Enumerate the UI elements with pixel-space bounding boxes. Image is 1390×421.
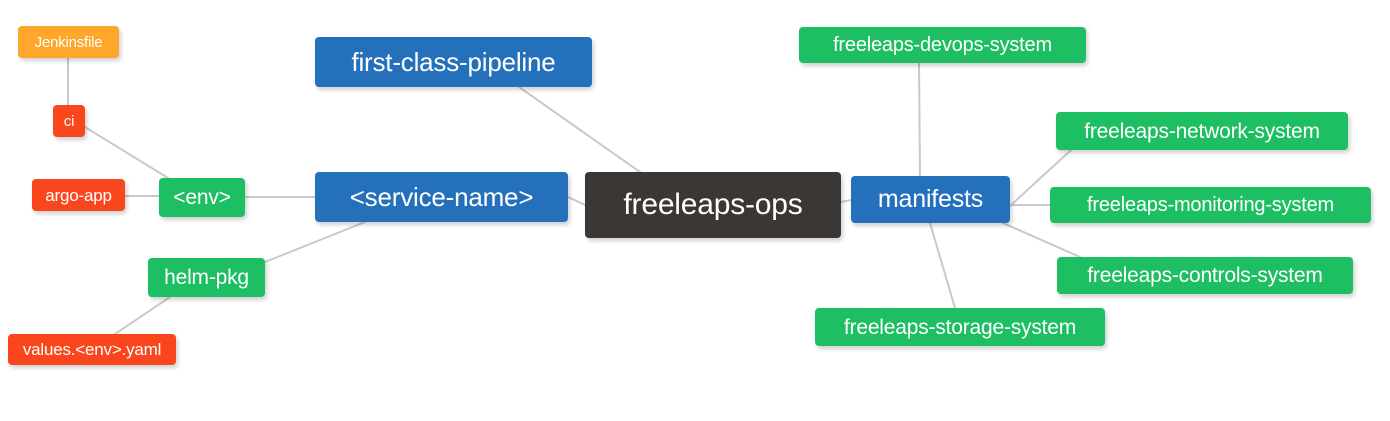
- node-label-service-name: <service-name>: [349, 182, 534, 212]
- node-freeleaps-monitoring-system[interactable]: freeleaps-monitoring-system: [1050, 187, 1371, 223]
- node-label-helm-pkg: helm-pkg: [164, 266, 249, 289]
- node-label-ci: ci: [63, 112, 75, 130]
- node-label-freeleaps-network-system: freeleaps-network-system: [1084, 119, 1320, 143]
- node-argo-app[interactable]: argo-app: [32, 179, 125, 211]
- node-label-freeleaps-controls-system: freeleaps-controls-system: [1087, 264, 1323, 287]
- node-env[interactable]: <env>: [159, 178, 245, 217]
- edge-freeleaps-ops-to-manifests: [840, 199, 852, 203]
- node-label-jenkinsfile: Jenkinsfile: [34, 33, 103, 51]
- node-ci[interactable]: ci: [53, 105, 85, 137]
- edge-freeleaps-ops-to-service-name: [567, 196, 586, 206]
- node-label-argo-app: argo-app: [45, 185, 112, 205]
- node-values-env-yaml[interactable]: values.<env>.yaml: [8, 334, 176, 365]
- edge-manifests-to-freeleaps-controls-system: [1002, 222, 1081, 258]
- node-label-env: <env>: [173, 186, 231, 209]
- node-label-first-class-pipeline: first-class-pipeline: [351, 47, 556, 77]
- node-freeleaps-ops[interactable]: freeleaps-ops: [585, 172, 841, 238]
- edge-manifests-to-freeleaps-storage-system: [929, 222, 956, 309]
- edge-manifests-to-freeleaps-devops-system: [918, 62, 921, 177]
- node-label-freeleaps-storage-system: freeleaps-storage-system: [843, 315, 1077, 339]
- edge-helm-pkg-to-values-env-yaml: [114, 296, 171, 335]
- node-first-class-pipeline[interactable]: first-class-pipeline: [315, 37, 592, 87]
- node-freeleaps-devops-system[interactable]: freeleaps-devops-system: [799, 27, 1086, 63]
- node-freeleaps-storage-system[interactable]: freeleaps-storage-system: [815, 308, 1105, 346]
- edge-service-name-to-helm-pkg: [264, 221, 366, 263]
- edge-freeleaps-ops-to-first-class-pipeline: [518, 86, 641, 173]
- node-label-freeleaps-devops-system: freeleaps-devops-system: [833, 34, 1052, 56]
- node-freeleaps-network-system[interactable]: freeleaps-network-system: [1056, 112, 1348, 150]
- node-freeleaps-controls-system[interactable]: freeleaps-controls-system: [1057, 257, 1353, 294]
- node-label-freeleaps-monitoring-system: freeleaps-monitoring-system: [1087, 194, 1334, 216]
- node-jenkinsfile[interactable]: Jenkinsfile: [18, 26, 119, 58]
- edge-env-to-ci: [84, 126, 169, 179]
- node-label-manifests: manifests: [877, 185, 984, 213]
- node-manifests[interactable]: manifests: [851, 176, 1010, 223]
- node-service-name[interactable]: <service-name>: [315, 172, 568, 222]
- node-label-freeleaps-ops: freeleaps-ops: [623, 188, 803, 221]
- node-helm-pkg[interactable]: helm-pkg: [148, 258, 265, 297]
- node-label-values-env-yaml: values.<env>.yaml: [22, 340, 162, 359]
